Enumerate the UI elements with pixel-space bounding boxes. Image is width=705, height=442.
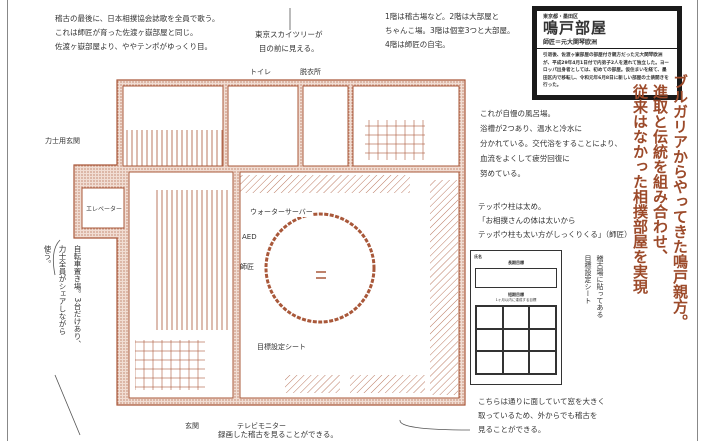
note-window: こちらは通りに面していて窓を大きく 取っているため、外からでも稽古を 見ることが… bbox=[478, 395, 605, 437]
note-line: 佐渡ヶ嶽部屋より、ややテンポがゆっくり目。 bbox=[55, 42, 213, 51]
note-bicycle: 自転車置き場。3台だけあり、 力士全員がシェアしながら 使う。 bbox=[40, 245, 85, 347]
sheet-caption: 稽古場に貼ってある 目標設定シート bbox=[582, 255, 606, 318]
note-line: 目標設定シート bbox=[584, 255, 592, 304]
goal-sheet: 氏名 長期目標 短期目標 1ヶ月以内に達成する目標 bbox=[470, 250, 562, 385]
label-dressing-room: 脱衣所 bbox=[300, 68, 321, 76]
stable-location: 東京都・墨田区 bbox=[543, 14, 579, 20]
note-line: こちらは通りに面していて窓を大きく bbox=[478, 397, 606, 406]
elevator bbox=[81, 187, 125, 229]
note-line: これは師匠が育った佐渡ヶ嶽部屋と同じ。 bbox=[55, 28, 198, 37]
headline-line-2: 進取と伝統を組み合わせ、 bbox=[651, 84, 669, 264]
note-line: テッポウ柱も太い方がしっくりくる」（師匠） bbox=[478, 230, 632, 239]
stable-description: 引退後、佐渡ヶ嶽部屋の部屋付き親方だった元大関琴欧洲が、平成29年4月1日付で内… bbox=[543, 53, 670, 89]
label-master: 師匠 bbox=[240, 263, 254, 271]
note-line: 稽古場に貼ってある bbox=[596, 255, 604, 318]
label-goal-sheet: 目標設定シート bbox=[257, 342, 306, 352]
label-toilet: トイレ bbox=[250, 68, 271, 76]
stable-name: 鳴戸部屋 bbox=[543, 19, 608, 37]
note-line: テッポウ柱は太め。 bbox=[478, 202, 546, 211]
note-anthem: 稽古の最後に、日本相撲協会誌歌を全員で歌う。 これは師匠が育った佐渡ヶ嶽部屋と同… bbox=[55, 12, 219, 54]
note-line: これが自慢の風呂場。 bbox=[480, 109, 555, 118]
stable-master: 師匠＝元大関琴欧洲 bbox=[543, 39, 598, 46]
note-line: 分かれている。交代浴をすることにより、 bbox=[480, 139, 622, 148]
stable-info-box: 東京都・墨田区 鳴戸部屋 師匠＝元大関琴欧洲 引退後、佐渡ヶ嶽部屋の部屋付き親方… bbox=[532, 6, 682, 100]
label-rikishi-entrance: 力士用玄関 bbox=[45, 137, 80, 145]
note-bath: これが自慢の風呂場。 浴槽が2つあり、温水と冷水に 分かれている。交代浴をするこ… bbox=[480, 106, 622, 181]
page-edge-left bbox=[7, 0, 8, 441]
label-aed: AED bbox=[242, 233, 257, 241]
sheet-long-term-box bbox=[475, 268, 557, 288]
note-line: 東京スカイツリーが bbox=[255, 30, 323, 39]
dohyo-ring bbox=[264, 212, 376, 324]
note-line: 「お相撲さんの体は太いから bbox=[478, 216, 576, 225]
dressing-room bbox=[302, 85, 349, 167]
note-line: 自転車置き場。3台だけあり、 bbox=[73, 245, 82, 348]
note-teppo: テッポウ柱は太め。 「お相撲さんの体は太いから テッポウ柱も太い方がしっくりくる… bbox=[478, 200, 632, 242]
page-edge-right bbox=[697, 0, 698, 441]
note-line: 取っているため、外からでも稽古を bbox=[478, 411, 598, 420]
sheet-grid bbox=[475, 305, 557, 375]
note-line: 1階は稽古場など。2階は大部屋と bbox=[385, 12, 500, 21]
label-tv-monitor: テレビモニター bbox=[237, 422, 286, 430]
note-skytree: 東京スカイツリーが 目の前に見える。 bbox=[255, 28, 323, 56]
headline-line-1: ブルガリアからやってきた鳴戸親方。 bbox=[671, 74, 689, 329]
note-line: 目の前に見える。 bbox=[258, 44, 319, 53]
note-line: 努めている。 bbox=[480, 169, 525, 178]
note-video: 録画した稽古を見ることができる。 bbox=[218, 430, 338, 439]
sheet-note: 1ヶ月以内に達成する目標 bbox=[495, 298, 537, 302]
note-line: ちゃんこ場。3階は個室3つと大部屋。 bbox=[385, 26, 515, 35]
label-entrance: 玄関 bbox=[185, 422, 199, 430]
label-elevator: エレベーター bbox=[86, 206, 123, 213]
note-line: 見ることができる。 bbox=[478, 425, 546, 434]
note-line: 浴槽が2つあり、温水と冷水に bbox=[480, 124, 582, 133]
toilet-room bbox=[227, 85, 299, 167]
practice-hall bbox=[239, 171, 460, 399]
note-line: 力士全員がシェアしながら bbox=[58, 245, 67, 335]
note-floors: 1階は稽古場など。2階は大部屋と ちゃんこ場。3階は個室3つと大部屋。 4階は師… bbox=[385, 10, 515, 52]
note-line: 血流をよくして疲労回復に bbox=[480, 154, 570, 163]
label-water-server: ウォーターサーバー bbox=[250, 207, 313, 217]
sheet-short-term-label: 短期目標 bbox=[508, 292, 524, 297]
note-line: 4階は師匠の自宅。 bbox=[385, 40, 450, 49]
note-line: 使う。 bbox=[43, 245, 52, 268]
sheet-long-term-label: 長期目標 bbox=[508, 260, 524, 265]
note-line: 稽古の最後に、日本相撲協会誌歌を全員で歌う。 bbox=[55, 14, 220, 23]
headline: ブルガリアからやってきた鳴戸親方。 進取と伝統を組み合わせ、 従来はなかった相撲… bbox=[630, 74, 690, 374]
sheet-name-label: 氏名 bbox=[474, 254, 482, 259]
headline-line-3: 従来はなかった相撲部屋を実現 bbox=[631, 84, 649, 294]
